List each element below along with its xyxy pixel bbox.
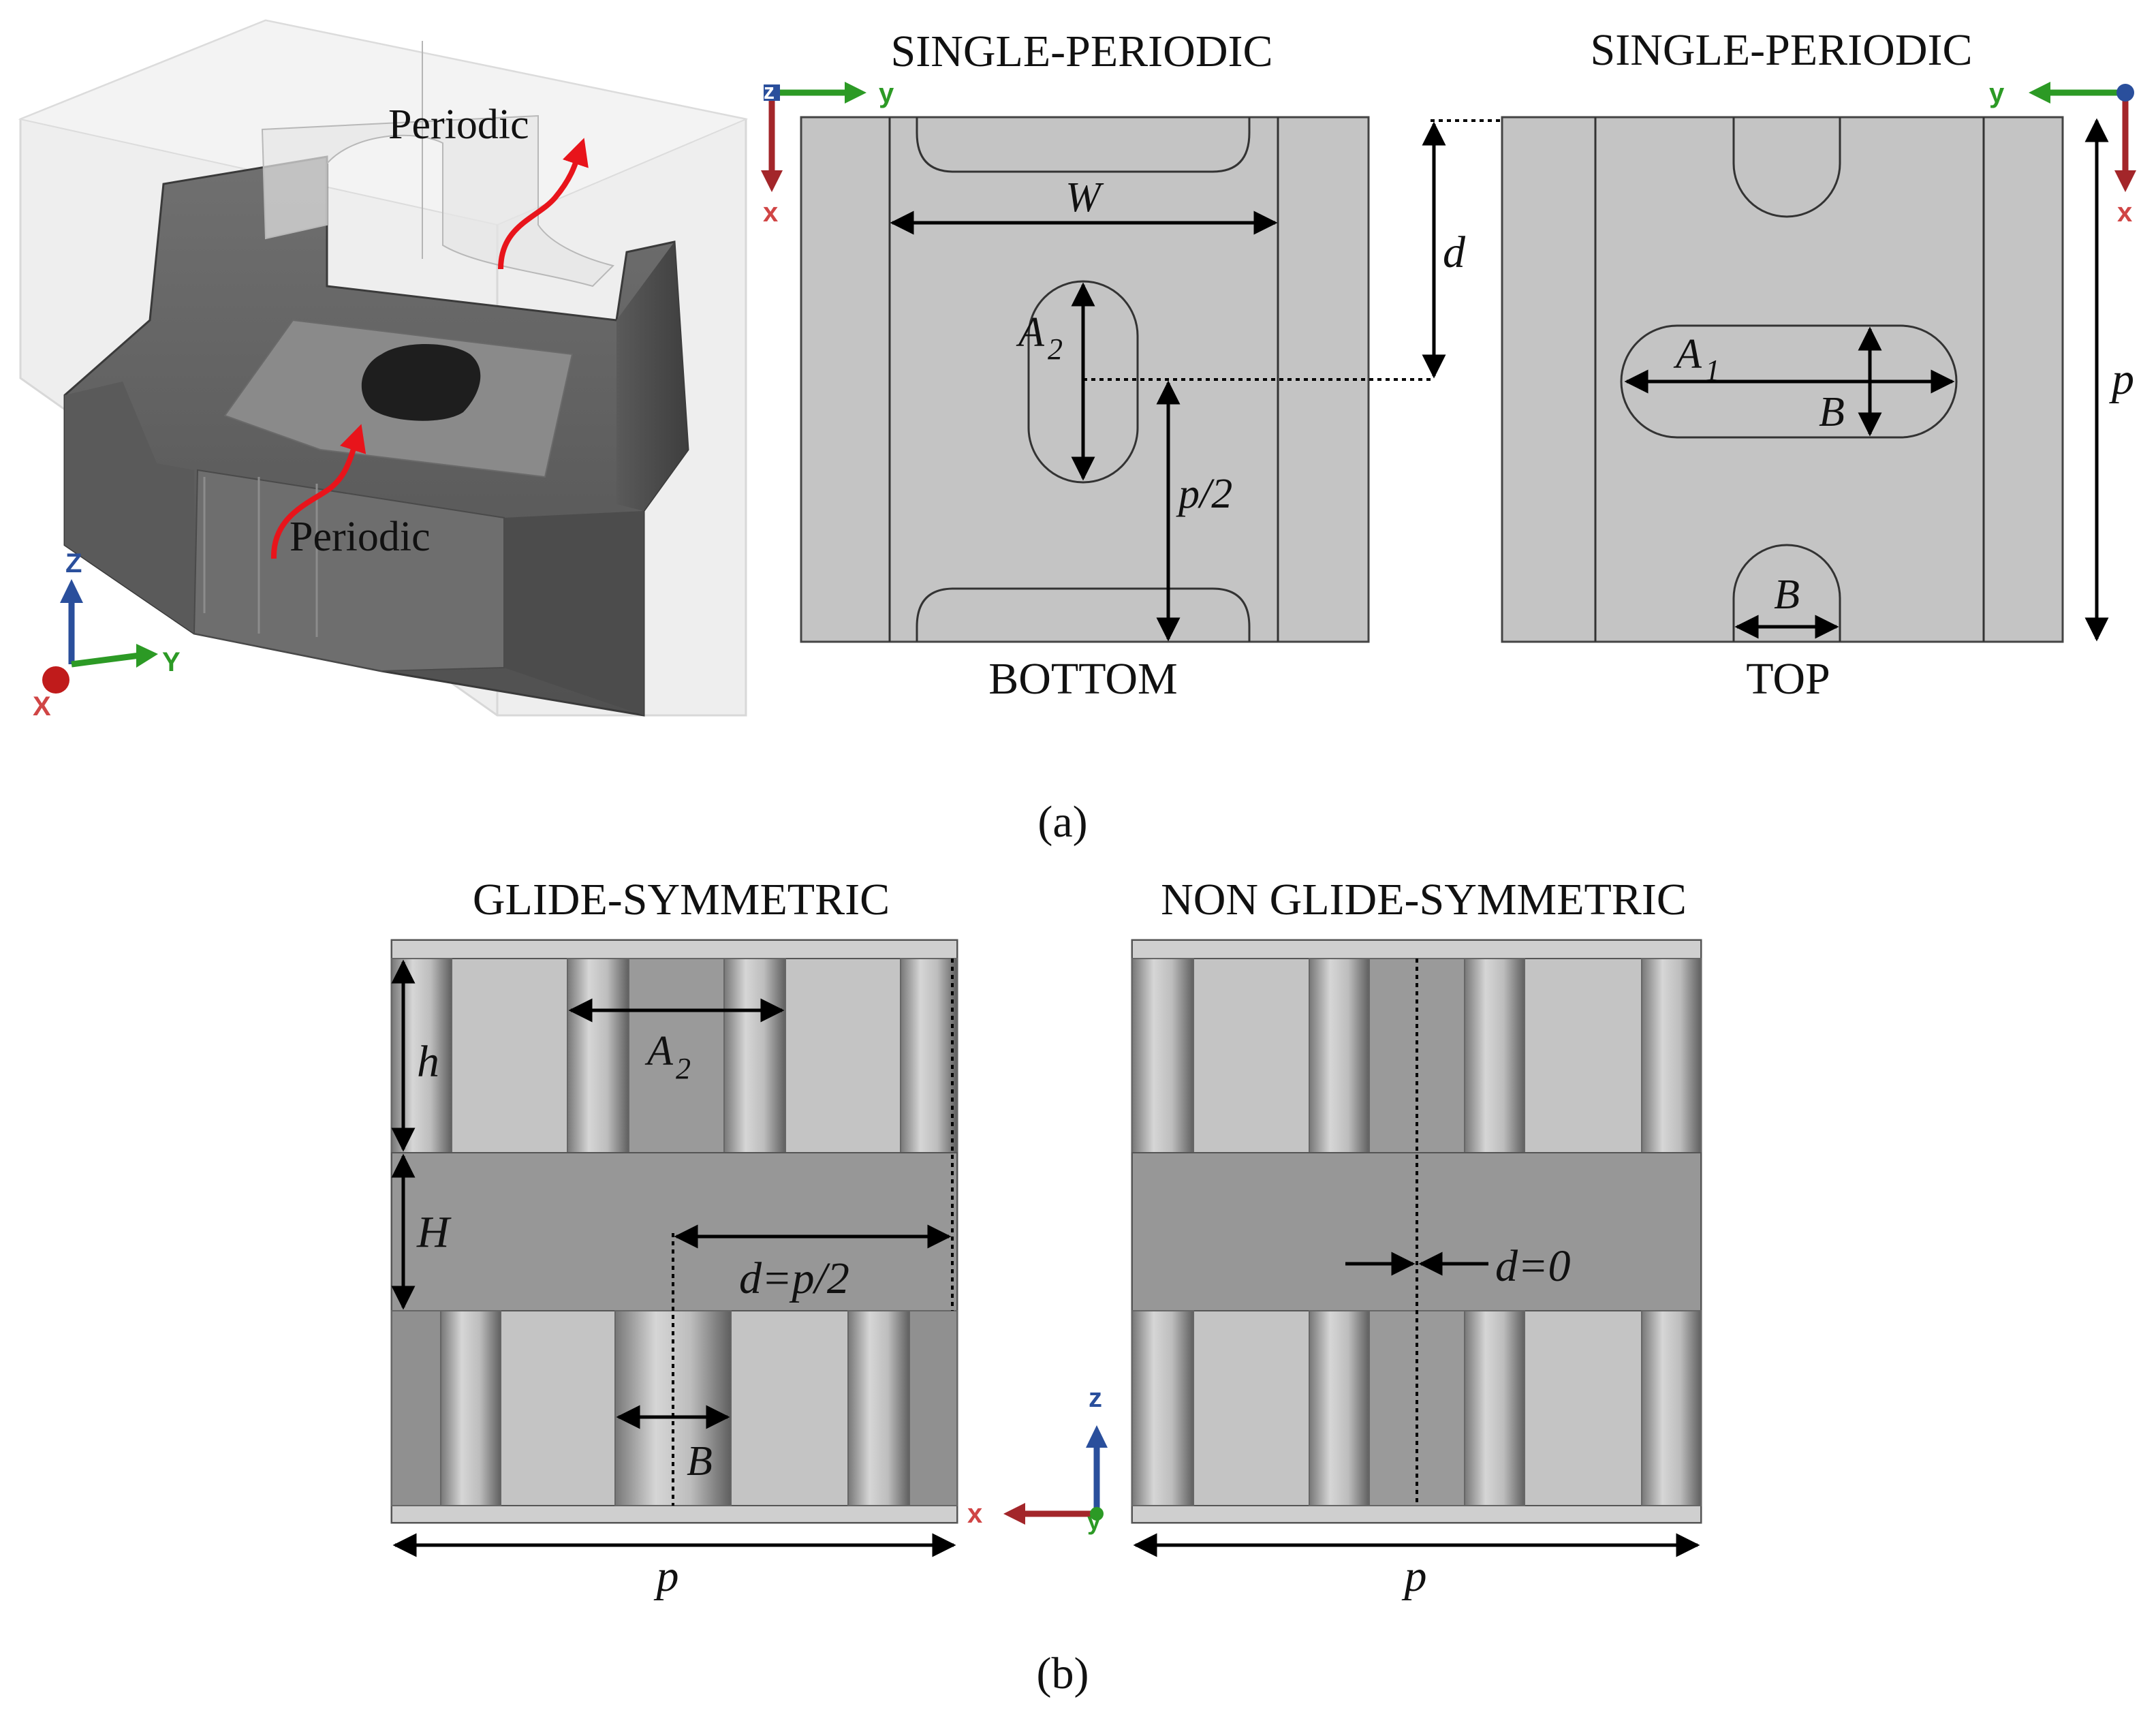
non-glide-upper-slot-face (1369, 958, 1465, 1153)
non-glide-upper-pin-left (1131, 958, 1194, 1153)
top-axis-x-label: x (2117, 198, 2132, 228)
bottom-axis-z-label: z (764, 79, 775, 104)
glide-upper-pin-right (900, 958, 958, 1153)
top-axis-y-label: y (1989, 78, 2005, 108)
non-glide-dim-d-label: d=0 (1495, 1241, 1571, 1291)
non-glide-upper-pin (1464, 958, 1525, 1153)
axis-triad-top: y x (1989, 78, 2136, 228)
glide-upper-slot-face (628, 958, 725, 1153)
axis-y-label: Y (162, 647, 181, 677)
glide-gap (391, 1152, 958, 1311)
unit-cell-3d-view: Periodic Periodic (18, 19, 749, 717)
glide-heading: GLIDE-SYMMETRIC (473, 875, 890, 924)
bottom-heading: SINGLE-PERIODIC (891, 27, 1273, 76)
non-glide-symmetric-view: NON GLIDE-SYMMETRIC d=0 p (1131, 875, 1702, 1601)
dim-h-label: h (417, 1037, 439, 1087)
non-glide-upper-pin (1309, 958, 1370, 1153)
b-axis-y-label: y (1087, 1507, 1101, 1535)
bottom-axis-x-label: x (763, 198, 778, 228)
b-axis-x-label: x (967, 1499, 982, 1529)
glide-symmetric-view: GLIDE-SYMMETRIC h A 2 H d=p/2 B p (390, 875, 958, 1601)
b-axis-z-label: z (1089, 1383, 1102, 1413)
non-glide-upper-pin-right (1641, 958, 1702, 1153)
top-caption: TOP (1746, 654, 1830, 704)
top-center-slot (1620, 324, 1958, 439)
axis-triad-b: z x y (967, 1383, 1108, 1535)
top-view: SINGLE-PERIODIC A 1 B B p TOP (1501, 25, 2134, 704)
bottom-center-slot (1027, 280, 1139, 484)
dim-p-label-top: p (2109, 354, 2134, 404)
top-heading: SINGLE-PERIODIC (1591, 25, 1973, 75)
glide-dim-p-label: p (654, 1551, 679, 1601)
top-plate (1501, 116, 2064, 643)
bottom-half-slot-bottom (916, 587, 1251, 642)
glide-lower-pin-right (847, 1310, 910, 1506)
glide-dim-a2-sub: 2 (676, 1052, 691, 1085)
dim-a2-sub: 2 (1048, 332, 1063, 366)
non-glide-heading: NON GLIDE-SYMMETRIC (1161, 875, 1687, 924)
glide-dim-a2-label: A (644, 1028, 674, 1074)
dim-b-center-label: B (1819, 389, 1845, 435)
dim-a2-label: A (1016, 309, 1045, 356)
axis-triad-bottom: z y x (761, 78, 894, 228)
axis-triad-3d: Z Y X (33, 548, 181, 721)
periodic-label-upper: Periodic (388, 102, 529, 148)
glide-upper-pin (567, 958, 629, 1153)
non-glide-lower-pin-left (1131, 1310, 1194, 1506)
non-glide-lower-pin (1464, 1310, 1525, 1506)
dim-d-label: d (1443, 228, 1466, 277)
axis-x-label: X (33, 691, 51, 721)
glide-dim-d-label: d=p/2 (739, 1254, 849, 1303)
top-half-slot-bottom (1732, 544, 1841, 642)
dim-a1-label: A (1673, 331, 1702, 377)
axis-z-label: Z (65, 548, 82, 578)
glide-dim-b-label: B (687, 1438, 713, 1484)
glide-lower-pin-left (440, 1310, 501, 1506)
dim-b-bottom-label: B (1774, 572, 1800, 618)
bottom-axis-y-label: y (879, 78, 894, 108)
top-half-slot-top (1732, 117, 1841, 218)
glide-lower-slot-face (391, 1310, 441, 1506)
bottom-view: SINGLE-PERIODIC W A 2 p/2 BOTTOM (800, 27, 1370, 704)
bottom-half-slot-top (916, 117, 1251, 173)
panel-b-label: (b) (1037, 1649, 1089, 1698)
dim-w-label: W (1065, 174, 1104, 221)
periodic-label-lower: Periodic (290, 514, 431, 560)
non-glide-dim-p-label: p (1402, 1551, 1427, 1601)
glide-lower-slot-face (909, 1310, 958, 1506)
non-glide-lower-pin (1309, 1310, 1370, 1506)
glide-upper-pin (723, 958, 786, 1153)
dim-p-half-label: p/2 (1176, 471, 1232, 517)
non-glide-lower-pin-right (1641, 1310, 1702, 1506)
periodic-arrow-upper (498, 138, 589, 270)
dim-a1-sub: 1 (1705, 354, 1720, 387)
bottom-caption: BOTTOM (988, 654, 1177, 704)
slot-hole (361, 344, 481, 421)
periodic-arrow-lower (270, 424, 366, 559)
dim-h-gap-label: H (416, 1207, 452, 1257)
panel-a-label: (a) (1037, 797, 1087, 847)
